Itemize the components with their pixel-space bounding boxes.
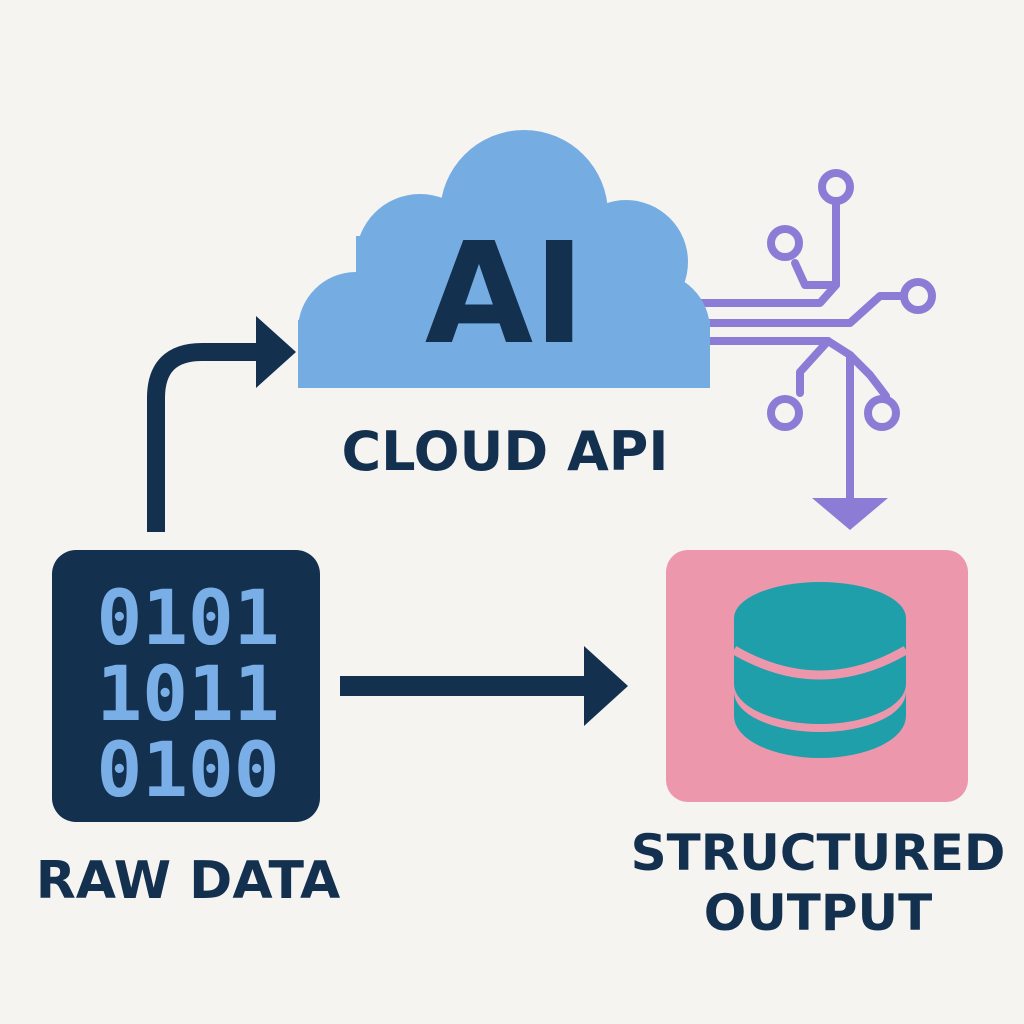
database-icon: [731, 582, 909, 758]
circuit-nodes: [767, 169, 936, 431]
raw-data-tile: 0101 1011 0100: [52, 550, 320, 822]
structured-output-label-line2: OUTPUT: [704, 884, 933, 942]
arrow-raw-to-cloud: [147, 316, 296, 532]
binary-line: 0100: [96, 725, 279, 814]
binary-line: 0101: [96, 573, 279, 662]
structured-output-label-line1: STRUCTURED: [631, 824, 1006, 882]
arrow-raw-to-output: [340, 646, 628, 726]
cloud-badge-text: AI: [425, 213, 585, 376]
circuit-icon: [696, 196, 909, 506]
circuit-arrowhead: [812, 498, 888, 530]
raw-data-label: RAW DATA: [36, 851, 340, 911]
binary-line: 1011: [96, 649, 279, 738]
cloud-api-label: CLOUD API: [342, 420, 669, 483]
cloud-icon: [298, 130, 710, 388]
structured-output-tile: [666, 550, 968, 802]
binary-code-icon: 0101 1011 0100: [96, 573, 279, 814]
